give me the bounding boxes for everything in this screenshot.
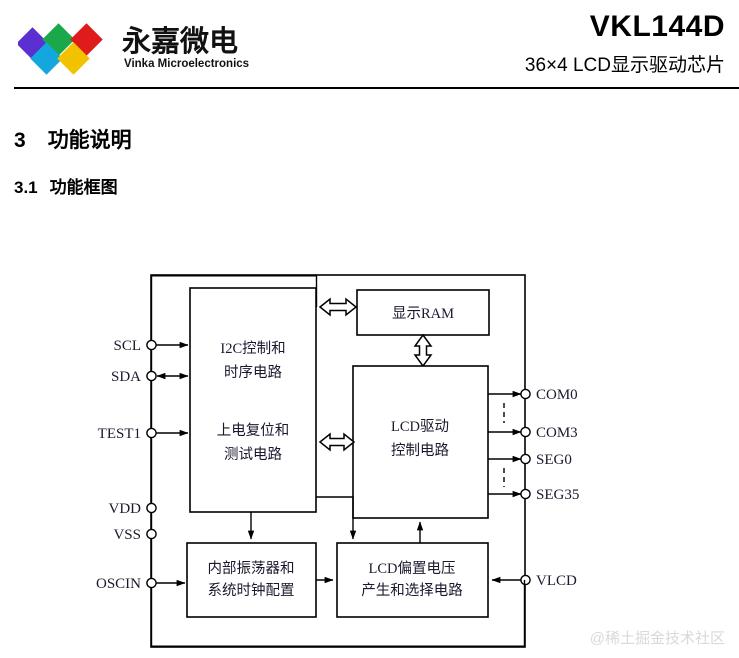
pin-label-seg35: SEG35	[536, 487, 579, 503]
bidir-arrow-i2c-ram	[318, 297, 358, 317]
pin-vdd: VDD	[109, 501, 157, 517]
pin-com3: COM3	[488, 425, 578, 441]
pin-dot-oscin	[146, 577, 157, 589]
pin-sda: SDA	[111, 369, 189, 385]
functional-block-diagram: SCL SDA TEST1 VDD VSS OSCIN I2C控制和 时序电路 …	[0, 255, 739, 658]
block-label-osc-line1: 内部振荡器和	[208, 560, 295, 577]
block-label-display-ram: 显示RAM	[392, 306, 454, 322]
pin-label-oscin: OSCIN	[96, 576, 141, 592]
part-number-title: VKL144D	[589, 10, 725, 43]
logo-diamonds-icon	[18, 23, 103, 75]
pin-label-vlcd: VLCD	[536, 573, 577, 589]
page-header: 永嘉微电 Vinka Microelectronics VKL144D 36×4…	[0, 0, 739, 90]
pin-com0: COM0	[488, 387, 578, 403]
wire-por-to-bias	[316, 496, 357, 540]
block-i2c-por	[189, 287, 317, 513]
subsection-number: 3.1	[14, 178, 38, 197]
pin-dot-seg35	[520, 488, 531, 500]
pin-dot-seg0	[520, 453, 531, 465]
pin-label-test1: TEST1	[98, 426, 141, 442]
section-heading: 3 功能说明	[14, 124, 132, 154]
pin-test1: TEST1	[98, 426, 189, 442]
subsection-heading: 3.1 功能框图	[14, 173, 118, 198]
header-divider	[14, 87, 739, 89]
block-label-i2c-line2: 时序电路	[224, 364, 282, 381]
block-display-ram	[356, 289, 490, 336]
block-oscillator	[186, 542, 317, 618]
pin-label-scl: SCL	[113, 338, 141, 354]
pin-label-com3: COM3	[536, 425, 578, 441]
block-label-i2c-line1: I2C控制和	[220, 340, 285, 357]
block-label-osc-line2: 系统时钟配置	[208, 582, 295, 599]
pin-dot-vss	[146, 528, 157, 540]
block-label-por-line1: 上电复位和	[217, 421, 290, 439]
block-lcd-bias	[336, 542, 489, 618]
pin-dot-test1	[146, 427, 157, 439]
watermark-text: @稀土掘金技术社区	[589, 630, 725, 647]
pin-label-com0: COM0	[536, 387, 578, 403]
pin-seg0: SEG0	[488, 452, 572, 468]
pin-dot-sda	[146, 370, 157, 382]
bidir-arrow-por-lcd	[318, 432, 356, 452]
block-label-bias-line1: LCD偏置电压	[369, 560, 456, 577]
pin-vlcd: VLCD	[491, 573, 577, 589]
section-number: 3	[14, 129, 26, 152]
pin-dot-vdd	[146, 502, 157, 514]
pin-vss: VSS	[113, 527, 157, 543]
section-title: 功能说明	[47, 129, 132, 152]
bidir-arrow-ram-lcd	[413, 333, 433, 368]
pin-label-seg0: SEG0	[536, 452, 572, 468]
pin-dot-scl	[146, 339, 157, 351]
logo-wordmark-cn: 永嘉微电	[122, 26, 239, 58]
pin-scl: SCL	[113, 338, 189, 354]
pin-dot-com3	[520, 426, 531, 438]
logo-wordmark-en: Vinka Microelectronics	[124, 58, 250, 70]
block-lcd-driver	[352, 365, 489, 519]
pin-label-vdd: VDD	[109, 501, 142, 517]
part-subtitle: 36×4 LCD显示驱动芯片	[524, 55, 725, 76]
pin-label-sda: SDA	[111, 369, 141, 385]
subsection-title: 功能框图	[49, 178, 118, 197]
pin-seg35: SEG35	[488, 487, 579, 503]
brand-logo: 永嘉微电 Vinka Microelectronics	[18, 16, 250, 78]
pin-oscin: OSCIN	[96, 576, 186, 592]
pin-dot-vlcd	[520, 574, 531, 586]
block-label-bias-line2: 产生和选择电路	[361, 582, 463, 599]
block-label-lcd-line1: LCD驱动	[391, 418, 449, 435]
pin-dot-com0	[520, 388, 531, 400]
pin-label-vss: VSS	[113, 527, 141, 543]
block-label-lcd-line2: 控制电路	[391, 442, 449, 459]
block-label-por-line2: 测试电路	[224, 446, 282, 463]
